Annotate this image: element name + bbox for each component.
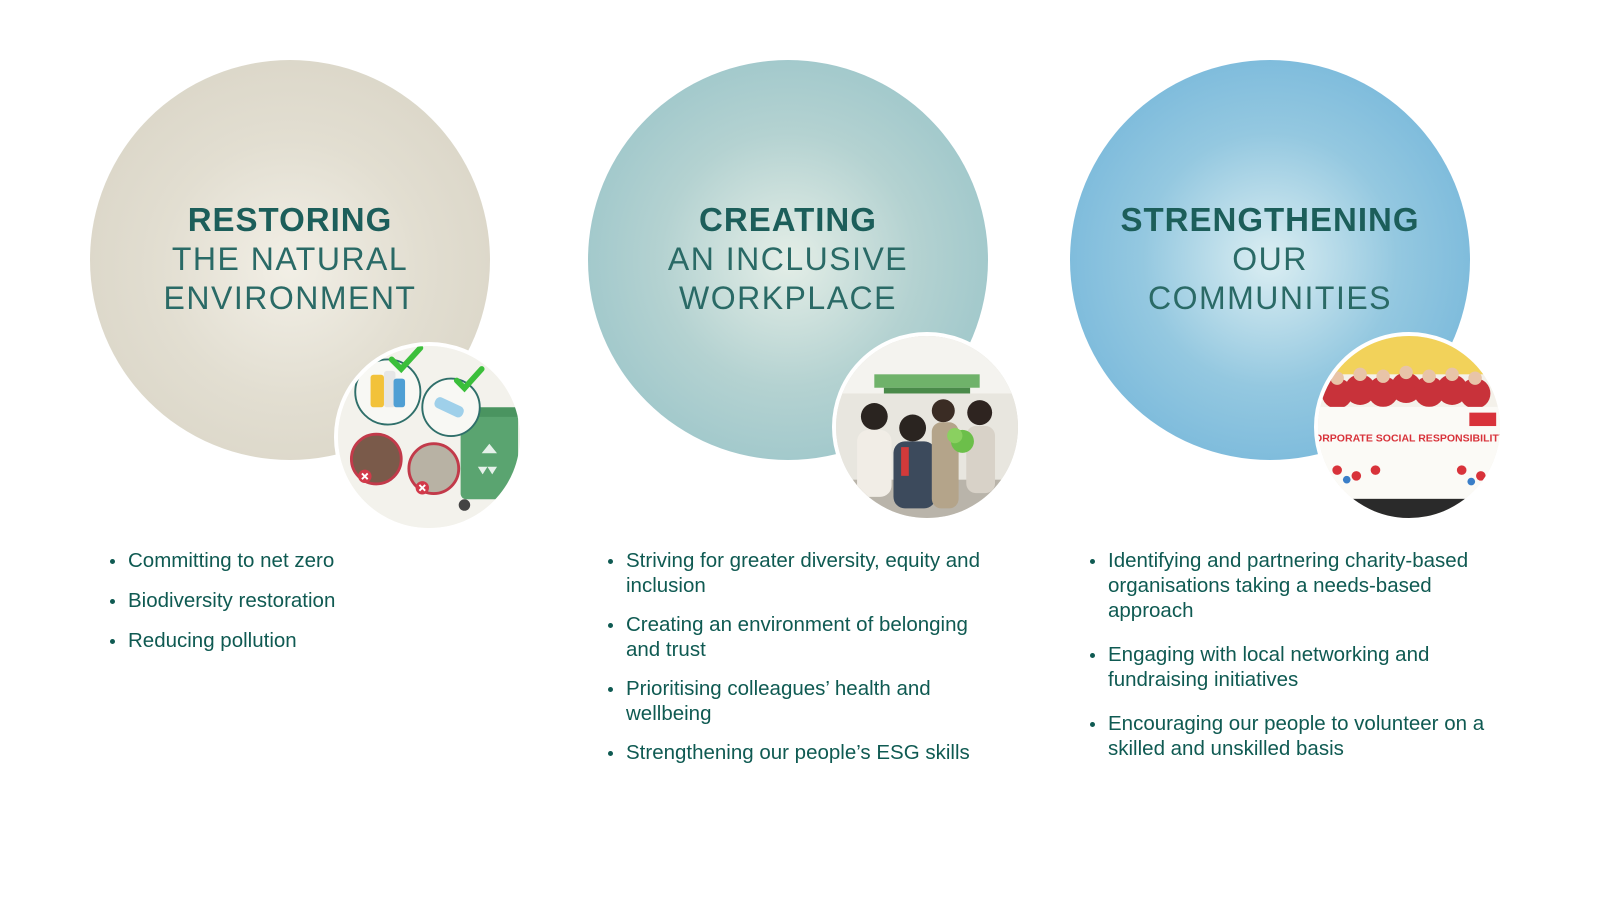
list-item: Biodiversity restoration xyxy=(110,588,508,613)
heading-line-1: AN INCLUSIVE xyxy=(667,241,909,277)
list-item: Committing to net zero xyxy=(110,548,508,573)
pillar-points: Striving for greater diversity, equity a… xyxy=(606,548,1006,779)
pillar-heading: RESTORING THE NATURAL ENVIRONMENT xyxy=(90,200,490,318)
pillar-heading: STRENGTHENING OUR COMMUNITIES xyxy=(1070,200,1470,318)
pillar-creating: CREATING AN INCLUSIVE WORKPLACE Strivi xyxy=(588,0,1068,900)
list-item: Prioritising colleagues’ health and well… xyxy=(608,676,1006,726)
banner-text: CORPORATE SOCIAL RESPONSIBILITY xyxy=(1318,432,1500,444)
list-item: Creating an environment of belonging and… xyxy=(608,612,1006,662)
heading-line-2: COMMUNITIES xyxy=(1147,280,1393,316)
heading-bold: STRENGTHENING xyxy=(1120,201,1420,238)
list-item: Striving for greater diversity, equity a… xyxy=(608,548,1006,598)
pillar-restoring: RESTORING THE NATURAL ENVIRONMENT xyxy=(90,0,570,900)
list-item: Reducing pollution xyxy=(110,628,508,653)
heading-bold: CREATING xyxy=(699,201,877,238)
pillar-heading: CREATING AN INCLUSIVE WORKPLACE xyxy=(588,200,988,318)
community-group-photo-icon: CORPORATE SOCIAL RESPONSIBILITY xyxy=(1314,332,1504,522)
heading-line-2: ENVIRONMENT xyxy=(163,280,417,316)
list-item: Engaging with local networking and fundr… xyxy=(1090,642,1488,692)
heading-bold: RESTORING xyxy=(187,201,393,238)
heading-line-1: OUR xyxy=(1232,241,1308,277)
workplace-photo-icon xyxy=(832,332,1022,522)
pillar-strengthening: STRENGTHENING OUR COMMUNITIES xyxy=(1070,0,1550,900)
list-item: Strengthening our people’s ESG skills xyxy=(608,740,1006,765)
pillar-points: Committing to net zero Biodiversity rest… xyxy=(108,548,508,668)
heading-line-2: WORKPLACE xyxy=(679,280,897,316)
list-item: Identifying and partnering charity-based… xyxy=(1090,548,1488,623)
pillar-points: Identifying and partnering charity-based… xyxy=(1088,548,1488,780)
heading-line-1: THE NATURAL xyxy=(171,241,409,277)
list-item: Encouraging our people to volunteer on a… xyxy=(1090,711,1488,761)
recycling-illustration-icon xyxy=(334,342,524,532)
pillar-circle: RESTORING THE NATURAL ENVIRONMENT xyxy=(90,60,490,460)
